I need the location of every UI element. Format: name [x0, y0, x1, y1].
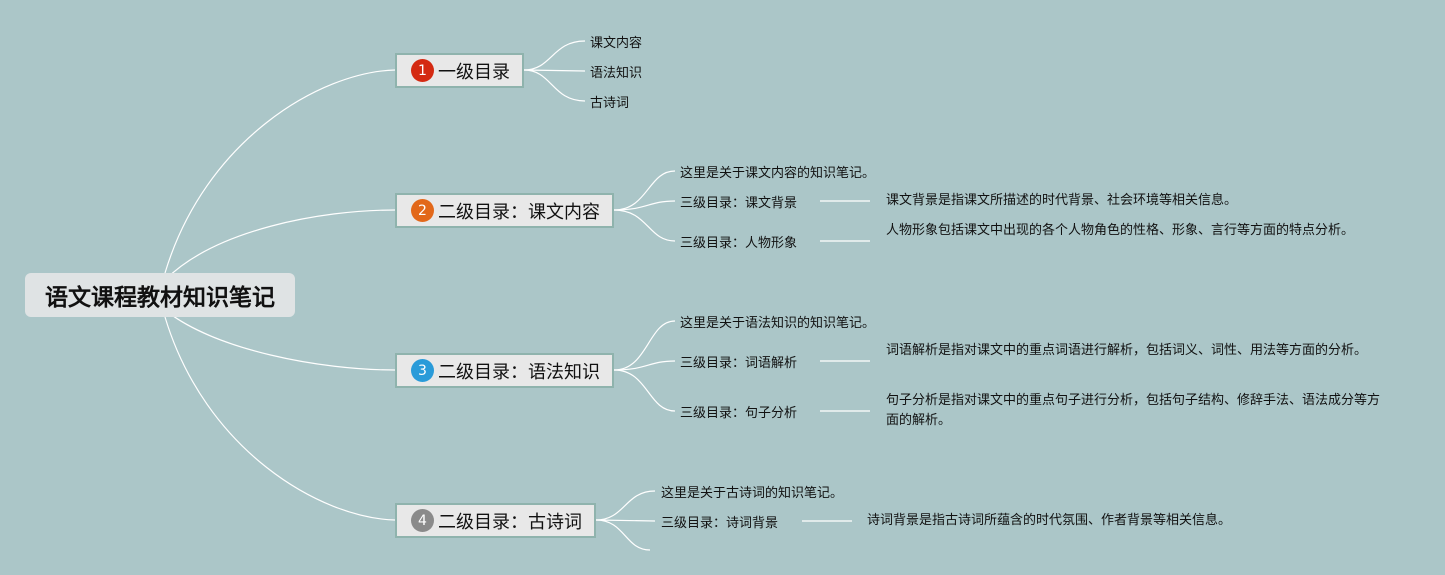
topic-2[interactable]: 2 二级目录：课文内容 [395, 193, 614, 228]
connector-t3-c1 [613, 320, 676, 371]
leaf-topic-4-subtopic-1[interactable]: 三级目录：诗词背景 [661, 516, 779, 531]
connector-t4-c1 [595, 490, 656, 521]
leaf-topic-4-note[interactable]: 这里是关于古诗词的知识笔记。 [661, 486, 844, 501]
connector-t1-c1 [523, 40, 586, 71]
topic-label: 二级目录：古诗词 [438, 511, 582, 533]
connector-t3-c2 [613, 360, 676, 371]
leaf-topic-1-3[interactable]: 古诗词 [590, 96, 630, 111]
number-badge-icon: 1 [411, 59, 434, 82]
number-badge-icon: 3 [411, 359, 434, 382]
topic-4[interactable]: 4 二级目录：古诗词 [395, 503, 596, 538]
connector-root-topic-2 [164, 209, 396, 281]
leaf-topic-3-subtopic-2[interactable]: 三级目录：句子分析 [680, 406, 798, 421]
connector-t4-c3 [595, 519, 651, 551]
connector-t2-c2 [613, 200, 676, 211]
leaf-topic-3-subtopic-2-desc[interactable]: 句子分析是指对课文中的重点句子进行分析，包括句子结构、修辞手法、语法成分等方面的… [886, 393, 1381, 428]
leaf-topic-2-note[interactable]: 这里是关于课文内容的知识笔记。 [680, 166, 876, 181]
leaf-topic-3-note[interactable]: 这里是关于语法知识的知识笔记。 [680, 316, 876, 331]
topic-label: 二级目录：语法知识 [438, 361, 600, 383]
number-badge-icon: 4 [411, 509, 434, 532]
connector-t2-c1 [613, 170, 676, 211]
connector-root-topic-4 [164, 316, 396, 521]
connector-root-topic-1 [164, 69, 396, 274]
leaf-topic-1-2[interactable]: 语法知识 [590, 66, 643, 81]
connector-t4-c2 [595, 519, 656, 522]
connector-t2-c3 [613, 209, 676, 242]
topic-3[interactable]: 3 二级目录：语法知识 [395, 353, 614, 388]
central-topic[interactable]: 语文课程教材知识笔记 [25, 273, 295, 317]
topic-label: 一级目录 [438, 61, 510, 83]
leaf-topic-2-subtopic-1-desc[interactable]: 课文背景是指课文所描述的时代背景、社会环境等相关信息。 [886, 193, 1238, 208]
leaf-topic-2-subtopic-1[interactable]: 三级目录：课文背景 [680, 196, 798, 211]
connector-t1-c3 [523, 69, 586, 102]
connector-root-topic-3 [164, 309, 396, 371]
leaf-topic-3-subtopic-1[interactable]: 三级目录：词语解析 [680, 356, 798, 371]
leaf-topic-4-subtopic-1-desc[interactable]: 诗词背景是指古诗词所蕴含的时代氛围、作者背景等相关信息。 [867, 513, 1232, 528]
connector-t1-c2 [523, 69, 586, 72]
leaf-topic-2-subtopic-2[interactable]: 三级目录：人物形象 [680, 236, 798, 251]
number-badge-icon: 2 [411, 199, 434, 222]
leaf-topic-2-subtopic-2-desc[interactable]: 人物形象包括课文中出现的各个人物角色的性格、形象、言行等方面的特点分析。 [886, 223, 1355, 238]
leaf-topic-3-subtopic-1-desc[interactable]: 词语解析是指对课文中的重点词语进行解析，包括词义、词性、用法等方面的分析。 [886, 343, 1368, 358]
topic-1[interactable]: 1 一级目录 [395, 53, 524, 88]
connector-t3-c3 [613, 369, 676, 412]
leaf-topic-1-1[interactable]: 课文内容 [590, 36, 643, 51]
topic-label: 二级目录：课文内容 [438, 201, 600, 223]
